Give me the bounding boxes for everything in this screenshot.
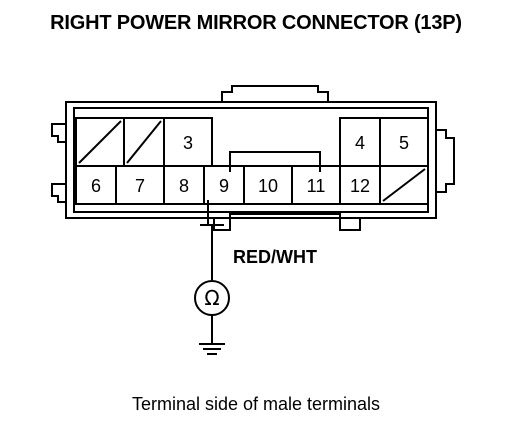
diagram-title: RIGHT POWER MIRROR CONNECTOR (13P) — [50, 12, 462, 34]
wire-color-label: RED/WHT — [233, 247, 317, 267]
ground-icon — [199, 315, 225, 355]
pin-number: 5 — [399, 133, 409, 153]
ohm-symbol: Ω — [204, 286, 219, 310]
connector-left-latch-bottom — [51, 183, 66, 203]
terminal-cell-top-2: 3 — [163, 117, 213, 167]
blank-cavity-mark — [78, 120, 122, 164]
connector-top-tab — [221, 85, 329, 102]
probe-wire — [200, 200, 224, 280]
blank-cavity-mark — [382, 168, 426, 202]
terminal-cell-top-0 — [75, 117, 125, 167]
connector-keyway — [229, 151, 321, 172]
pin-number: 11 — [307, 176, 326, 196]
terminal-cell-top-1 — [123, 117, 165, 167]
terminal-cell-bottom-5: 11 — [291, 165, 341, 205]
terminal-cells: 3 4 5 6 7 8 9 10 11 12 — [75, 117, 429, 205]
pin-number: 3 — [183, 133, 193, 153]
terminal-cell-bottom-1: 7 — [115, 165, 165, 205]
connector-outer-shell — [65, 101, 437, 219]
connector-left-latch-top — [51, 123, 66, 143]
pin-number: 7 — [135, 176, 145, 196]
pin-number: 12 — [350, 176, 370, 196]
terminal-cell-bottom-4: 10 — [243, 165, 293, 205]
connector-bottom-tab — [213, 213, 361, 231]
connector-inner-shell — [73, 107, 429, 213]
pin-number: 8 — [179, 176, 189, 196]
terminal-cell-top-3: 4 — [339, 117, 381, 167]
pin-number: 10 — [258, 176, 278, 196]
pin-number: 4 — [355, 133, 365, 153]
connector-right-latch — [436, 129, 455, 193]
terminal-cell-bottom-7 — [379, 165, 429, 205]
terminal-cell-bottom-2: 8 — [163, 165, 205, 205]
terminal-cell-top-4: 5 — [379, 117, 429, 167]
connector-housing — [51, 85, 455, 231]
ohmmeter-icon: Ω — [194, 280, 230, 316]
blank-cavity-mark — [126, 120, 162, 164]
pin-number: 9 — [219, 176, 229, 196]
pin-number: 6 — [91, 176, 101, 196]
diagram-caption: Terminal side of male terminals — [131, 394, 381, 414]
terminal-cell-bottom-0: 6 — [75, 165, 117, 205]
terminal-cell-bottom-3: 9 — [203, 165, 245, 205]
terminal-cell-bottom-6: 12 — [339, 165, 381, 205]
